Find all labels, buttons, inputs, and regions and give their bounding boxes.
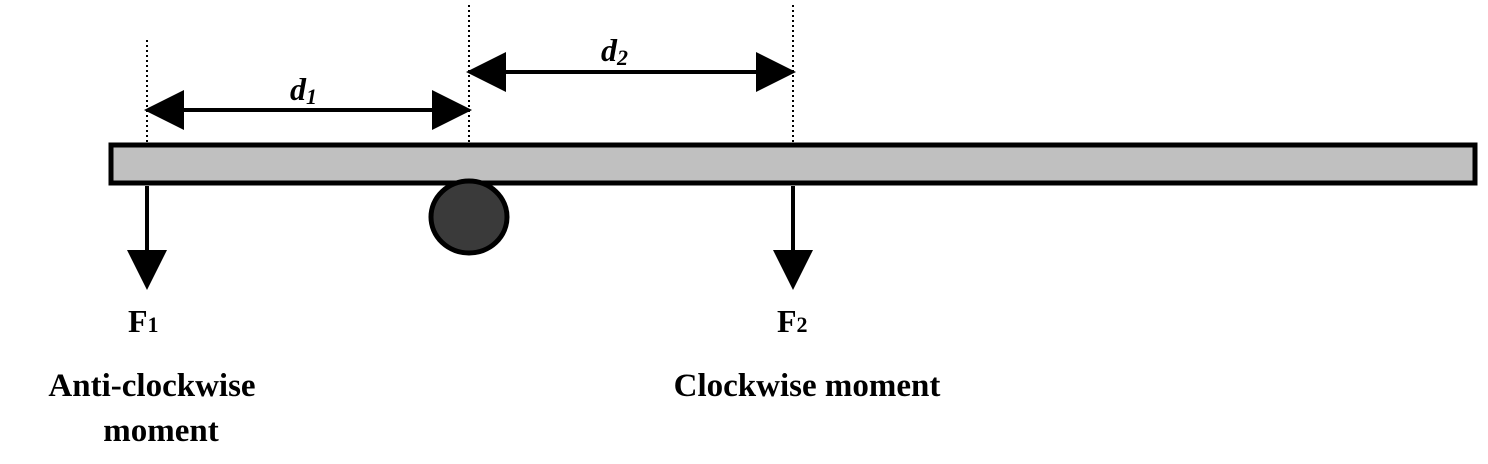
beam (108, 142, 1478, 186)
clockwise-label: Clockwise moment (674, 368, 941, 404)
anticlockwise-label-line2: moment (103, 413, 218, 449)
f2-label: F2 (777, 303, 808, 339)
anticlockwise-label-line1: Anti-clockwise (48, 368, 255, 404)
f1-label: F1 (128, 303, 159, 339)
pivot (428, 178, 510, 256)
d2-label: d2 (601, 32, 628, 70)
d1-label: d1 (290, 71, 317, 109)
